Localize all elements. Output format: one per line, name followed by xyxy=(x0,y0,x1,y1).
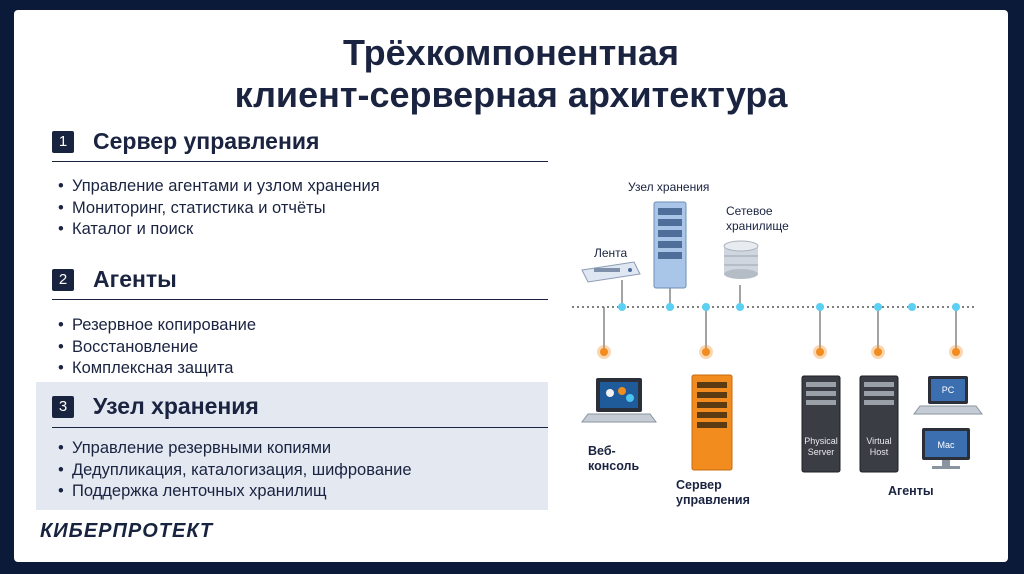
list-item: Управление резервными копиями xyxy=(58,438,412,460)
pc-caption: PC xyxy=(941,385,955,395)
virtual-host-caption-line-1: Virtual xyxy=(866,436,892,446)
network-storage-label-line-1: Сетевое xyxy=(726,204,773,218)
section-2-number: 2 xyxy=(52,268,74,291)
title-line-2: клиент-серверная архитектура xyxy=(234,74,788,115)
connection-dots xyxy=(597,345,963,359)
storage-node-label: Узел хранения xyxy=(628,180,710,194)
section-1-title: Сервер управления xyxy=(93,128,320,154)
slide-title: Трёхкомпонентная клиент-серверная архите… xyxy=(14,32,1008,116)
physical-server-caption-line-2: Server xyxy=(807,447,835,457)
storage-node-icon xyxy=(653,201,687,289)
section-2-header: 2 Агенты xyxy=(52,266,177,293)
section-2-divider xyxy=(52,299,548,300)
pc-laptop-icon xyxy=(913,376,983,415)
section-2-bullets: Резервное копирование Восстановление Ком… xyxy=(58,315,256,380)
laptop-icon xyxy=(581,378,657,423)
tape-icon xyxy=(581,261,641,283)
list-item: Мониторинг, статистика и отчёты xyxy=(58,198,380,220)
virtual-host-caption-line-2: Host xyxy=(869,447,889,457)
network-storage-label: Сетевое хранилище xyxy=(726,204,789,234)
web-console-label: Веб- консоль xyxy=(588,444,639,474)
section-3-title: Узел хранения xyxy=(93,393,259,419)
list-item: Дедупликация, каталогизация, шифрование xyxy=(58,460,412,482)
section-2-title: Агенты xyxy=(93,266,177,292)
physical-server-caption-line-1: Physical xyxy=(804,436,838,446)
list-item: Каталог и поиск xyxy=(58,219,380,241)
virtual-host-icon xyxy=(859,375,899,473)
virtual-host-caption: Virtual Host xyxy=(862,436,896,458)
agents-label: Агенты xyxy=(888,484,934,498)
diagram-graphics xyxy=(572,201,983,473)
mac-caption: Mac xyxy=(937,440,955,450)
list-item: Управление агентами и узлом хранения xyxy=(58,176,380,198)
web-console-label-line-2: консоль xyxy=(588,459,640,473)
brand-logo: КИБЕРПРОТЕКТ xyxy=(40,520,214,542)
network-storage-label-line-2: хранилище xyxy=(726,219,789,233)
physical-server-icon xyxy=(801,375,841,473)
tape-label: Лента xyxy=(594,246,628,260)
section-1-header: 1 Сервер управления xyxy=(52,128,319,155)
section-3-divider xyxy=(52,427,548,428)
title-line-1: Трёхкомпонентная xyxy=(343,32,679,73)
section-1-number: 1 xyxy=(52,130,74,153)
management-server-label-line-2: управления xyxy=(676,493,750,507)
database-icon xyxy=(723,240,759,279)
network-drops xyxy=(603,280,957,352)
slide: Трёхкомпонентная клиент-серверная архите… xyxy=(14,10,1008,562)
section-3-number: 3 xyxy=(52,395,74,418)
physical-server-caption: Physical Server xyxy=(804,436,838,458)
list-item: Комплексная защита xyxy=(58,358,256,380)
section-1-divider xyxy=(52,161,548,162)
management-server-icon xyxy=(691,374,733,471)
management-server-label: Сервер управления xyxy=(676,478,750,508)
section-3-header: 3 Узел хранения xyxy=(52,393,259,420)
architecture-diagram: Узел хранения Сетевое хранилище Лента Ве… xyxy=(554,160,994,520)
network-nodes xyxy=(618,303,960,311)
list-item: Восстановление xyxy=(58,337,256,359)
section-3-bullets: Управление резервными копиями Дедупликац… xyxy=(58,438,412,503)
section-1-bullets: Управление агентами и узлом хранения Мон… xyxy=(58,176,380,241)
web-console-label-line-1: Веб- xyxy=(588,444,616,458)
management-server-label-line-1: Сервер xyxy=(676,478,722,492)
list-item: Поддержка ленточных хранилищ xyxy=(58,481,412,503)
mac-monitor-icon xyxy=(922,428,970,469)
list-item: Резервное копирование xyxy=(58,315,256,337)
